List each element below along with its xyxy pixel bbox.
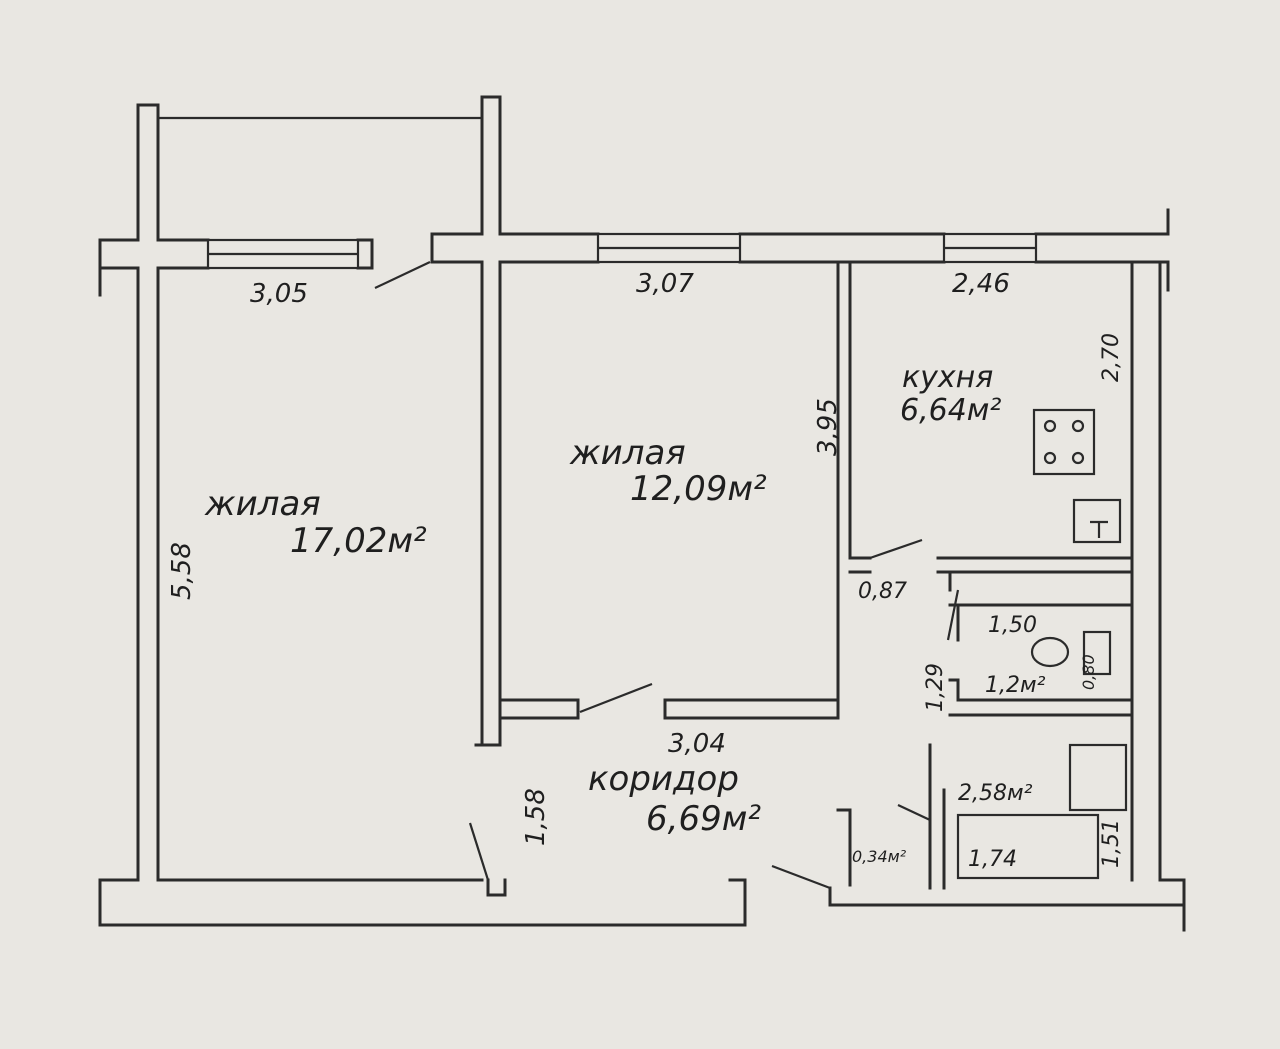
small-room-area: 12,09м²: [630, 469, 767, 509]
stove-icon: [1032, 408, 1096, 476]
small-room-door: [579, 682, 653, 714]
big-room-area: 17,02м²: [290, 521, 427, 561]
top-wall-left: [98, 238, 374, 297]
dim-wc-length: 1,29: [923, 663, 948, 712]
kitchen-door: [869, 538, 923, 560]
kitchen-area: 6,64м²: [900, 393, 1001, 428]
bath-tub: [956, 813, 1100, 880]
room-labels: жилая 17,02м² жилая 12,09м² кухня 6,64м²…: [204, 360, 1046, 866]
big-room-door: [468, 822, 490, 881]
dim-kitchen-width: 2,46: [952, 269, 1010, 299]
partition-big-small: [474, 260, 507, 897]
small-room-bottom: [498, 698, 840, 720]
corridor-area: 6,69м²: [646, 799, 761, 839]
dim-wc-width: 1,50: [988, 613, 1037, 638]
water-heater: [1068, 743, 1128, 812]
walls: [98, 95, 1186, 932]
sink-icon: [1072, 498, 1122, 544]
dimension-labels: 3,05 3,07 2,46 3,04 0,87 1,50 1,74 5,58 …: [167, 269, 1124, 872]
bath-walls: [828, 743, 1186, 907]
closet-area: 0,34м²: [852, 847, 907, 866]
dim-bath-length: 1,51: [1099, 819, 1124, 868]
wc-walls: [948, 570, 1134, 717]
doors: [374, 261, 960, 890]
kitchen-bottom: [848, 556, 1134, 574]
wc-area: 1,2м²: [985, 673, 1046, 698]
balcony-left-wall: [136, 103, 160, 242]
big-room-name: жилая: [204, 484, 321, 524]
dim-entry-passage: 1,58: [521, 788, 551, 846]
dim-small-room-length: 3,95: [813, 398, 843, 456]
corridor-name: коридор: [588, 759, 739, 799]
toilet-icon: [1030, 630, 1112, 676]
top-right-corner: [1130, 260, 1186, 932]
balcony-right-wall: [480, 95, 502, 236]
dim-big-room-length: 5,58: [167, 542, 197, 600]
dim-wc-depth: 0,80: [1079, 654, 1098, 690]
bath-area: 2,58м²: [958, 781, 1033, 806]
small-room-right: [836, 260, 852, 720]
kitchen-name: кухня: [902, 360, 993, 395]
entrance-door: [771, 864, 831, 890]
top-wall-right: [430, 208, 1170, 264]
dim-door-passage: 0,87: [858, 579, 907, 604]
dim-balcony-width: 3,05: [250, 279, 308, 309]
bath-door: [897, 804, 931, 821]
balcony-door: [374, 261, 431, 289]
fixtures: [1030, 408, 1122, 676]
dim-bath-width: 1,74: [968, 847, 1017, 872]
dim-kitchen-length: 2,70: [1099, 333, 1124, 382]
wc-door: [946, 589, 960, 641]
big-room-left-wall: [98, 266, 747, 927]
small-room-name: жилая: [569, 433, 686, 473]
dim-small-room-bottom: 3,04: [668, 729, 726, 759]
dim-small-room-width: 3,07: [636, 269, 694, 299]
